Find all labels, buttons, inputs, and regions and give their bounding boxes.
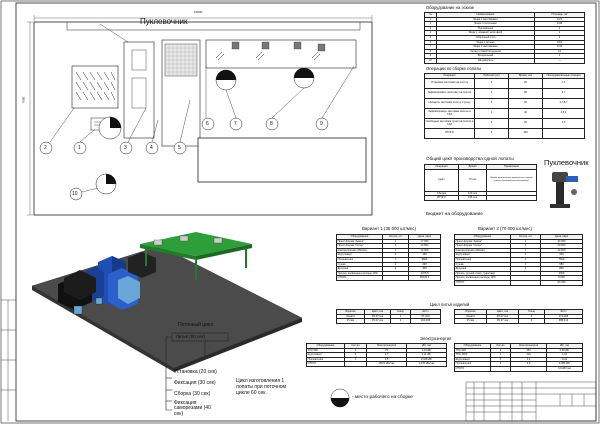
flow-step-2: Фиксация (30 сек) bbox=[174, 380, 216, 386]
workbench bbox=[205, 39, 357, 69]
flow-title: Поточный цикл bbox=[178, 322, 214, 328]
worker-marker bbox=[95, 173, 117, 195]
flow-start: Литьё (60 сек) bbox=[176, 334, 205, 339]
power-title: Электроэнергия bbox=[420, 336, 452, 341]
worker-marker bbox=[293, 67, 315, 89]
cycle-title: Общий цикл производства одной лопаты bbox=[426, 156, 514, 161]
flow-bracket bbox=[165, 332, 229, 411]
floor-plan bbox=[27, 15, 373, 216]
flow-step-1: Установка (20 сек) bbox=[174, 369, 217, 375]
flow-step-3: Сборка (30 сек) bbox=[174, 391, 211, 397]
marker-4: 4 bbox=[150, 145, 153, 151]
punch-side-label: Пуклевочник bbox=[544, 158, 589, 167]
legend-marker bbox=[330, 388, 350, 408]
crate-grid bbox=[71, 65, 119, 109]
budget-v2-title: Вариант 2 (70 000 шт/мес) bbox=[478, 226, 533, 231]
castings-title: Цикл литья изделий bbox=[430, 302, 470, 307]
marker-9: 9 bbox=[320, 121, 323, 127]
budget-title: Бюджет на оборудование bbox=[426, 212, 483, 217]
marker-1: 1 bbox=[78, 145, 81, 151]
table-row: Свободная заготовка ручки на полоте в ТА… bbox=[424, 117, 585, 129]
marker-3: 3 bbox=[124, 145, 127, 151]
plan-punch-label: Пуклевочник bbox=[140, 17, 188, 26]
flow-note: Цикл изготовления 1 лопаты при поточном … bbox=[236, 378, 286, 396]
marker-7: 7 bbox=[234, 121, 237, 127]
budget-v1-title: Вариант 1 (35 000 шт/мес) bbox=[362, 226, 417, 231]
dim-top: 10000 bbox=[194, 10, 203, 14]
worker-marker bbox=[215, 69, 237, 91]
storage-area bbox=[197, 137, 367, 183]
marker-8: 8 bbox=[270, 121, 273, 127]
punch-tool-drawing bbox=[550, 172, 578, 208]
marker-10: 10 bbox=[72, 191, 78, 197]
title-block bbox=[465, 381, 597, 422]
equipment-title: Оборудование на эскизе bbox=[426, 5, 475, 10]
isometric-model bbox=[31, 232, 303, 372]
dim-left: 7000 bbox=[21, 96, 26, 104]
worker-marker bbox=[98, 116, 122, 140]
marker-6: 6 bbox=[206, 121, 209, 127]
marker-5: 5 bbox=[178, 145, 181, 151]
flow-step-4: Фиксация саморезами (40 сек) bbox=[174, 400, 211, 417]
operations-title: Операции по сборке лопаты bbox=[426, 66, 482, 71]
legend-text: - место рабочего на сборке bbox=[352, 395, 413, 400]
marker-2: 2 bbox=[44, 145, 47, 151]
